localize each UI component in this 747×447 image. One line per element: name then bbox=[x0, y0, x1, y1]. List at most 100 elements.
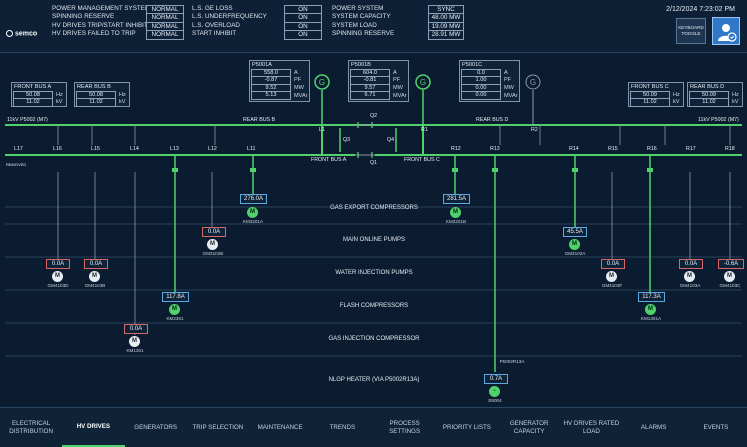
gen-unit: A bbox=[393, 69, 397, 76]
motor-icon[interactable]: M bbox=[207, 239, 218, 250]
feeder-label: R18 bbox=[725, 146, 735, 152]
feeder-label: R17 bbox=[686, 146, 696, 152]
keyboard-toggle-button[interactable]: KEYBOARD TOGGLE bbox=[676, 18, 706, 44]
status-label: SPINNING RESERVE bbox=[52, 13, 115, 21]
rear-bus-d-label: REAR BUS D bbox=[476, 117, 509, 123]
load-current: 281.5A bbox=[443, 194, 470, 204]
generator-name: P5001C bbox=[462, 62, 483, 68]
datetime: 2/12/2024 7:23:02 PM bbox=[666, 6, 735, 13]
coupler-label-q1: Q1 bbox=[370, 160, 378, 166]
gen-value: 5.13 bbox=[251, 91, 291, 100]
nav-trends[interactable]: TRENDS bbox=[329, 423, 356, 431]
motor-icon[interactable]: M bbox=[645, 304, 656, 315]
status-header: semco POWER MANAGEMENT SYSTEM SPINNING R… bbox=[0, 0, 747, 53]
status-label: HV DRIVES FAILED TO TRIP bbox=[52, 30, 136, 38]
feeder-label: L11 bbox=[247, 146, 256, 152]
status-badge: ON bbox=[284, 30, 322, 40]
keyboard-toggle-label: KEYBOARD bbox=[678, 25, 704, 30]
status-label: L.S. UNDERFREQUENCY bbox=[192, 13, 267, 21]
section-label-flash: FLASH COMPRESSORS bbox=[339, 303, 409, 309]
motor-icon[interactable]: M bbox=[569, 239, 580, 250]
bus-value: 11.02 bbox=[13, 98, 53, 107]
load-current: 117.8A bbox=[162, 292, 189, 302]
coupler-label-q2: Q2 bbox=[370, 113, 378, 119]
bus-name: FRONT BUS A bbox=[14, 84, 52, 90]
section-label-gas-export: GAS EXPORT COMPRESSORS bbox=[330, 205, 418, 211]
section-label-gas-injection: GAS INJECTION COMPRESSOR bbox=[328, 336, 420, 342]
energized-feeders bbox=[174, 155, 651, 372]
heater-tag: E6004 bbox=[488, 398, 502, 403]
nav-priority-lists[interactable]: PRIORITY LISTS bbox=[442, 423, 491, 431]
load-current: 117.3A bbox=[638, 292, 665, 302]
coupler-label-q3: Q3 bbox=[343, 137, 351, 143]
nav-maintenance[interactable]: MAINTENANCE bbox=[257, 423, 303, 431]
motor-icon[interactable]: M bbox=[52, 271, 63, 282]
gen-value: 0.00 bbox=[461, 91, 501, 100]
nav-hv-drives[interactable]: HV DRIVES bbox=[62, 408, 125, 447]
nav-events[interactable]: EVENTS bbox=[703, 423, 729, 431]
motor-icon[interactable]: M bbox=[606, 271, 617, 282]
tie-label-r1: R1 bbox=[421, 127, 428, 133]
gen-value: 6.71 bbox=[350, 91, 390, 100]
load-current: 0.0A bbox=[84, 259, 108, 269]
load-current: 0.0A bbox=[202, 227, 226, 237]
motor-icon[interactable]: M bbox=[89, 271, 100, 282]
motor-icon[interactable]: M bbox=[247, 207, 258, 218]
nav-generator-capacity[interactable]: GENERATOR CAPACITY bbox=[509, 420, 549, 435]
gen-unit: A bbox=[504, 69, 508, 76]
bus-unit: Hz bbox=[56, 91, 63, 98]
bus-unit: Hz bbox=[119, 91, 126, 98]
gen-unit: MVAr bbox=[393, 92, 407, 99]
motor-tag: GM4103A bbox=[679, 283, 701, 288]
motor-tag: GM4103C bbox=[719, 283, 741, 288]
heater-feeder-tag: P5002R13A bbox=[499, 359, 525, 364]
motor-icon[interactable]: M bbox=[724, 271, 735, 282]
heater-icon[interactable]: ~ bbox=[489, 386, 500, 397]
motor-tag: GM4103B bbox=[84, 283, 106, 288]
feeder-label: L16 bbox=[53, 146, 62, 152]
status-label: POWER MANAGEMENT SYSTEM bbox=[52, 5, 151, 12]
feeder-label: L12 bbox=[208, 146, 217, 152]
motor-icon[interactable]: M bbox=[684, 271, 695, 282]
status-badge: NORMAL bbox=[146, 30, 184, 40]
motor-tag: KM3201B bbox=[445, 219, 467, 224]
load-current: 0.0A bbox=[46, 259, 70, 269]
bus-value: 11.02 bbox=[689, 98, 729, 107]
user-login-button[interactable] bbox=[712, 17, 740, 45]
nav-electrical-distribution[interactable]: ELECTRICAL DISTRIBUTION bbox=[9, 420, 53, 435]
nav-hv-drives-rated-load[interactable]: HV DRIVES RATED LOAD bbox=[563, 420, 620, 435]
gen-unit: PF bbox=[294, 77, 302, 84]
generator-a-glyph: G bbox=[319, 78, 325, 87]
motor-tag: GM3102A bbox=[564, 251, 586, 256]
feeder-label: R15 bbox=[608, 146, 618, 152]
gen-unit: MW bbox=[393, 84, 403, 91]
rear-bus-b-label: REAR BUS B bbox=[243, 117, 276, 123]
motor-icon[interactable]: M bbox=[129, 336, 140, 347]
generator-c-icon bbox=[525, 74, 541, 90]
status-col1-labels: POWER MANAGEMENT SYSTEM SPINNING RESERVE… bbox=[52, 5, 150, 39]
user-icon bbox=[718, 24, 737, 42]
gen-unit: PF bbox=[504, 77, 512, 84]
bus-name: REAR BUS B bbox=[77, 84, 111, 90]
feeder-label: R13 bbox=[490, 146, 500, 152]
generator-c-glyph: G bbox=[530, 78, 536, 87]
nav-process-settings[interactable]: PROCESS SETTINGS bbox=[389, 420, 421, 435]
nav-trip-selection[interactable]: TRIP SELECTION bbox=[192, 423, 244, 431]
motor-icon[interactable]: M bbox=[169, 304, 180, 315]
gen-unit: MW bbox=[504, 84, 514, 91]
motor-tag: GM4103F bbox=[601, 283, 623, 288]
status-label: POWER SYSTEM bbox=[332, 5, 384, 12]
semco-logo-icon bbox=[6, 30, 13, 37]
motor-icon[interactable]: M bbox=[450, 207, 461, 218]
bus-name: FRONT BUS C bbox=[631, 84, 669, 90]
nav-alarms[interactable]: ALARMS bbox=[640, 423, 667, 431]
bus-unit: kV bbox=[732, 99, 739, 106]
feeder-label: R14 bbox=[569, 146, 579, 152]
generator-b-glyph: G bbox=[420, 78, 426, 87]
status-label: SPINNING RESERVE bbox=[332, 30, 395, 38]
nav-generators[interactable]: GENERATORS bbox=[134, 423, 177, 431]
